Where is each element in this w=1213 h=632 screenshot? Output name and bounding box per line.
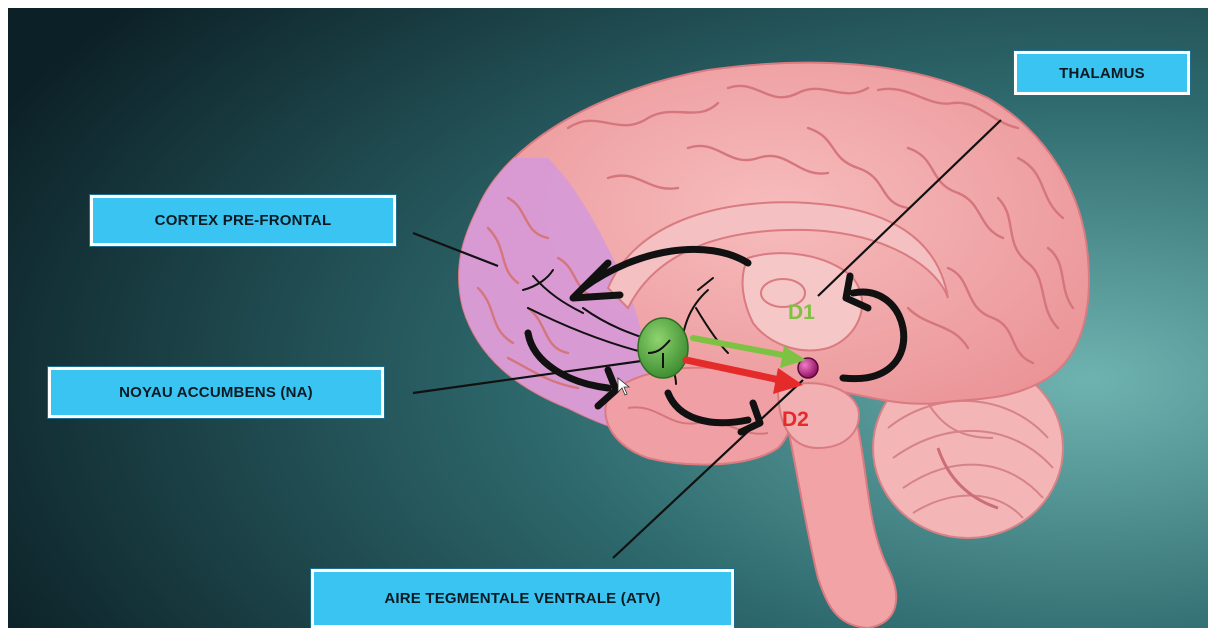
d1-label: D1 bbox=[788, 301, 815, 325]
diagram-stage: D1 D2 THALAMUS CORTEX PRE-FRONTAL NOYAU … bbox=[8, 8, 1208, 628]
label-cortex-prefrontal: CORTEX PRE-FRONTAL bbox=[90, 195, 396, 246]
label-noyau-accumbens: NOYAU ACCUMBENS (NA) bbox=[48, 367, 384, 418]
brain-pathway-diagram bbox=[8, 8, 1208, 628]
d2-label: D2 bbox=[782, 408, 809, 432]
label-aire-tegmentale-ventrale: AIRE TEGMENTALE VENTRALE (ATV) bbox=[311, 569, 734, 628]
label-thalamus: THALAMUS bbox=[1014, 51, 1190, 95]
